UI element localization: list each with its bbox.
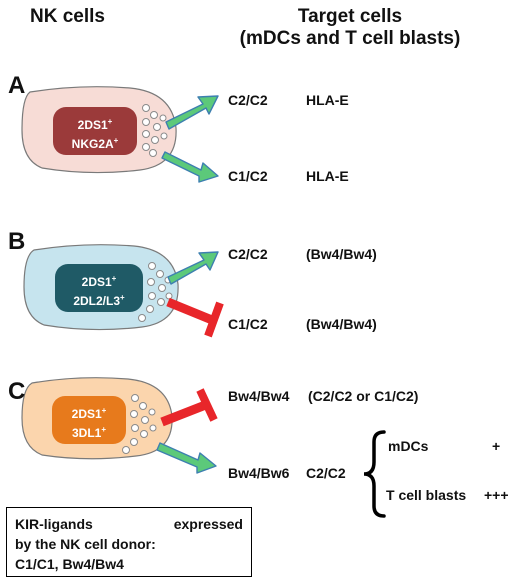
genotype-b2: C1/C2 <box>228 316 268 332</box>
header-target-line1: Target cells <box>297 6 403 27</box>
arrow-a1 <box>165 95 219 130</box>
genotype-a1: C2/C2 <box>228 92 268 108</box>
legend-line3: C1/C1, Bw4/Bw4 <box>15 556 124 572</box>
nucleus-a <box>53 107 137 155</box>
nucleus-c <box>52 396 126 444</box>
ligand-c1: (C2/C2 or C1/C2) <box>308 388 419 404</box>
ligand-b1: (Bw4/Bw4) <box>306 246 377 262</box>
inhibit-c1 <box>160 388 218 427</box>
genotype-c1: Bw4/Bw4 <box>228 388 290 404</box>
outcome-level-tcells: +++ <box>484 487 509 503</box>
outcome-level-mdcs: + <box>492 438 501 454</box>
panel-letter-a: A <box>8 72 26 99</box>
panel-letter-b: B <box>8 228 26 255</box>
nk-cell-c <box>21 377 173 460</box>
header-target-line2: (mDCs and T cell blasts) <box>239 28 461 49</box>
arrow-a2 <box>161 151 219 183</box>
header-target-cells: Target cells (mDCs and T cell blasts) <box>200 6 500 50</box>
donor-ligands-legend: KIR-ligands expressed by the NK cell don… <box>6 507 252 577</box>
nk-cell-a <box>21 86 177 174</box>
nucleus-label-a: 2DS1+ NKG2A+ <box>71 117 119 151</box>
arrow-b1 <box>167 251 219 285</box>
ligand-a1: HLA-E <box>306 92 349 108</box>
granules-a <box>142 104 168 157</box>
panel-letter-c: C <box>8 378 26 405</box>
legend-line1: KIR-ligands expressed <box>15 516 243 532</box>
header-nk-cells: NK cells <box>30 6 105 27</box>
nucleus-b <box>55 264 143 312</box>
granules-c <box>122 394 157 454</box>
nucleus-label-c: 2DS1+ 3DL1+ <box>71 406 107 440</box>
genotype-b1: C2/C2 <box>228 246 268 262</box>
ligand-c2: C2/C2 <box>306 465 346 481</box>
genotype-a2: C1/C2 <box>228 168 268 184</box>
arrow-c2 <box>156 442 217 474</box>
inhibit-b2 <box>166 297 224 338</box>
outcome-target-tcells: T cell blasts <box>386 487 467 503</box>
legend-line2: by the NK cell donor: <box>15 536 156 552</box>
ligand-a2: HLA-E <box>306 168 349 184</box>
nk-cell-b <box>23 244 179 331</box>
outcome-target-mdcs: mDCs <box>388 438 429 454</box>
curly-brace <box>363 430 386 518</box>
genotype-c2: Bw4/Bw6 <box>228 465 290 481</box>
nucleus-label-b: 2DS1+ 2DL2/L3+ <box>73 274 125 308</box>
ligand-b2: (Bw4/Bw4) <box>306 316 377 332</box>
